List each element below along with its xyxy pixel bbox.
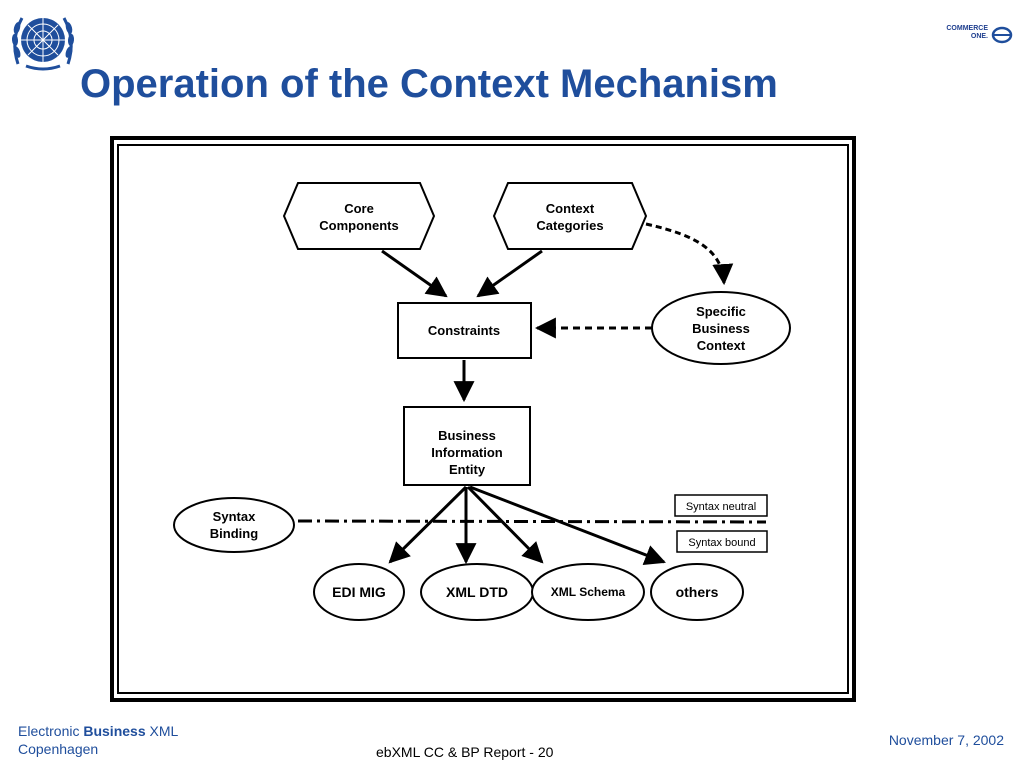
commerce-one-logo-line1: COMMERCE [946, 25, 988, 32]
footer-page-label: ebXML CC & BP Report - 20 [376, 744, 554, 760]
syntax-bound-label: Syntax bound [688, 537, 755, 549]
specific-context-label-3: Context [697, 338, 746, 353]
arrow-bie-to-schema [466, 485, 544, 564]
arrow-categories-to-constraints [476, 249, 543, 298]
footer-date: November 7, 2002 [888, 732, 1004, 748]
arrow-bie-to-others [469, 485, 666, 565]
commerce-one-logo-line2: ONE. [970, 33, 988, 40]
footer-left-suffix: XML [145, 723, 179, 739]
footer-left-prefix: Electronic [18, 723, 84, 739]
output-xml-dtd: XML DTD [420, 563, 534, 621]
bie-label-2: Information [431, 445, 503, 460]
constraints-box: Constraints [397, 302, 532, 359]
arrow-categories-to-specific [645, 222, 734, 286]
specific-context-label-1: Specific [696, 304, 746, 319]
business-information-entity-box: Business Information Entity [403, 406, 531, 486]
specific-context-label-2: Business [692, 321, 750, 336]
output-xml-dtd-label: XML DTD [446, 584, 508, 600]
syntax-neutral-label: Syntax neutral [686, 501, 756, 513]
context-categories-label-1: Context [546, 201, 595, 216]
output-edi-mig-label: EDI MIG [332, 584, 386, 600]
bie-label-1: Business [438, 428, 496, 443]
core-components-shape: Core Components [282, 182, 436, 250]
context-categories-shape: Context Categories [492, 182, 648, 250]
specific-context-ellipse: Specific Business Context [651, 291, 791, 365]
arrow-bie-to-edi [388, 485, 468, 564]
syntax-binding-ellipse: Syntax Binding [173, 497, 295, 553]
footer-left: Electronic Business XML Copenhagen [18, 722, 178, 758]
syntax-binding-label-1: Syntax [213, 509, 256, 524]
bie-label-3: Entity [449, 462, 486, 477]
footer-left-bold: Business [83, 723, 146, 739]
output-others-label: others [676, 584, 719, 600]
syntax-divider-line [297, 519, 767, 524]
syntax-neutral-box: Syntax neutral [674, 494, 768, 517]
footer-left-line1: Electronic Business XML [18, 722, 178, 740]
core-components-label-2: Components [319, 218, 398, 233]
syntax-binding-label-2: Binding [210, 526, 258, 541]
syntax-bound-box: Syntax bound [676, 530, 768, 553]
context-categories-label-2: Categories [536, 218, 603, 233]
diagram-inner-frame [117, 144, 849, 694]
constraints-label: Constraints [428, 323, 500, 338]
commerce-one-logo: COMMERCE ONE. [940, 25, 988, 41]
commerce-one-swirl-icon [991, 26, 1013, 44]
core-components-label-1: Core [344, 201, 374, 216]
footer-left-line2: Copenhagen [18, 741, 99, 757]
output-xml-schema: XML Schema [531, 563, 645, 621]
output-others: others [650, 563, 744, 621]
output-edi-mig: EDI MIG [313, 563, 405, 621]
diagram-outer-frame [110, 136, 856, 702]
slide-title: Operation of the Context Mechanism [80, 62, 778, 106]
un-emblem-icon [11, 17, 75, 71]
arrow-core-to-constraints [381, 249, 448, 298]
output-xml-schema-label: XML Schema [551, 585, 626, 599]
